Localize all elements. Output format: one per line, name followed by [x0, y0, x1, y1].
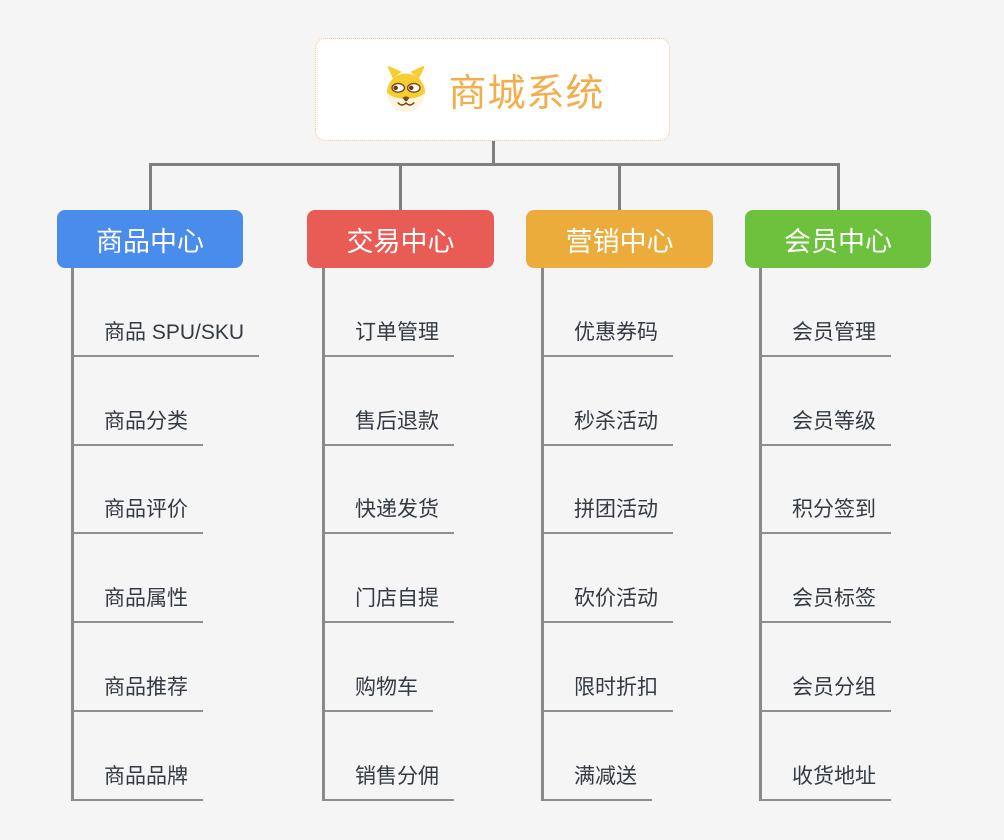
connector-drop-members	[837, 166, 840, 211]
list-item: 优惠券码	[544, 268, 673, 357]
leaf-node[interactable]: 售后退款	[325, 405, 454, 446]
leaf-node[interactable]: 限时折扣	[544, 671, 673, 712]
leaf-node[interactable]: 销售分佣	[325, 760, 454, 801]
list-item: 门店自提	[325, 534, 454, 624]
list-item: 会员标签	[762, 534, 891, 624]
leaf-node[interactable]: 商品品牌	[74, 760, 203, 801]
list-item: 会员分组	[762, 623, 891, 712]
root-title: 商城系统	[448, 73, 605, 115]
leaf-node[interactable]: 会员标签	[762, 582, 891, 624]
list-item: 销售分佣	[325, 712, 454, 801]
list-item: 商品分类	[74, 357, 259, 446]
branch-node-marketing-center[interactable]: 营销中心	[526, 210, 713, 268]
leaf-node[interactable]: 商品分类	[74, 405, 203, 446]
leaf-node[interactable]: 砍价活动	[544, 582, 673, 624]
leaf-node[interactable]: 秒杀活动	[544, 405, 673, 446]
list-item: 订单管理	[325, 268, 454, 357]
leaf-node[interactable]: 会员分组	[762, 671, 891, 712]
leaf-node[interactable]: 优惠券码	[544, 316, 673, 357]
list-item: 积分签到	[762, 446, 891, 535]
list-item: 商品品牌	[74, 712, 259, 801]
list-item: 会员等级	[762, 357, 891, 446]
branch-node-trade-center[interactable]: 交易中心	[307, 210, 494, 268]
list-item: 限时折扣	[544, 623, 673, 712]
list-item: 拼团活动	[544, 446, 673, 535]
branch-items-trade-center: 订单管理 售后退款 快递发货 门店自提 购物车 销售分佣	[322, 268, 454, 801]
list-item: 商品评价	[74, 446, 259, 535]
list-item: 快递发货	[325, 446, 454, 535]
root-node[interactable]: 商城系统	[315, 38, 670, 141]
list-item: 商品属性	[74, 534, 259, 624]
list-item: 商品 SPU/SKU	[74, 268, 260, 357]
list-item: 购物车	[325, 623, 454, 712]
leaf-node[interactable]: 收货地址	[762, 760, 891, 801]
list-item: 售后退款	[325, 357, 454, 446]
list-item: 秒杀活动	[544, 357, 673, 446]
leaf-node[interactable]: 会员等级	[762, 405, 891, 446]
list-item: 收货地址	[762, 712, 891, 801]
leaf-node[interactable]: 商品推荐	[74, 671, 203, 712]
list-item: 会员管理	[762, 268, 891, 357]
connector-drop-marketing	[618, 166, 621, 211]
branch-items-product-center: 商品 SPU/SKU 商品分类 商品评价 商品属性 商品推荐 商品品牌	[71, 268, 260, 801]
list-item: 砍价活动	[544, 534, 673, 624]
leaf-node[interactable]: 购物车	[325, 671, 433, 712]
connector-drop-trade	[399, 166, 402, 211]
leaf-node[interactable]: 门店自提	[325, 582, 454, 624]
connector-drop-products	[149, 166, 152, 211]
branch-node-member-center[interactable]: 会员中心	[745, 210, 931, 268]
leaf-node[interactable]: 会员管理	[762, 316, 891, 357]
leaf-node[interactable]: 积分签到	[762, 493, 891, 535]
leaf-node[interactable]: 快递发货	[325, 493, 454, 535]
leaf-node[interactable]: 商品 SPU/SKU	[74, 316, 260, 357]
connector-root-stem	[492, 141, 495, 166]
dog-face-icon	[387, 65, 426, 112]
list-item: 满减送	[544, 712, 673, 801]
leaf-node[interactable]: 商品属性	[74, 582, 203, 624]
connector-horizontal-rail	[149, 163, 840, 166]
leaf-node[interactable]: 商品评价	[74, 493, 203, 535]
branch-node-product-center[interactable]: 商品中心	[57, 210, 243, 268]
list-item: 商品推荐	[74, 623, 259, 712]
leaf-node[interactable]: 拼团活动	[544, 493, 673, 535]
branch-items-member-center: 会员管理 会员等级 积分签到 会员标签 会员分组 收货地址	[759, 268, 891, 801]
branch-items-marketing-center: 优惠券码 秒杀活动 拼团活动 砍价活动 限时折扣 满减送	[541, 268, 673, 801]
leaf-node[interactable]: 满减送	[544, 760, 652, 801]
leaf-node[interactable]: 订单管理	[325, 316, 454, 357]
